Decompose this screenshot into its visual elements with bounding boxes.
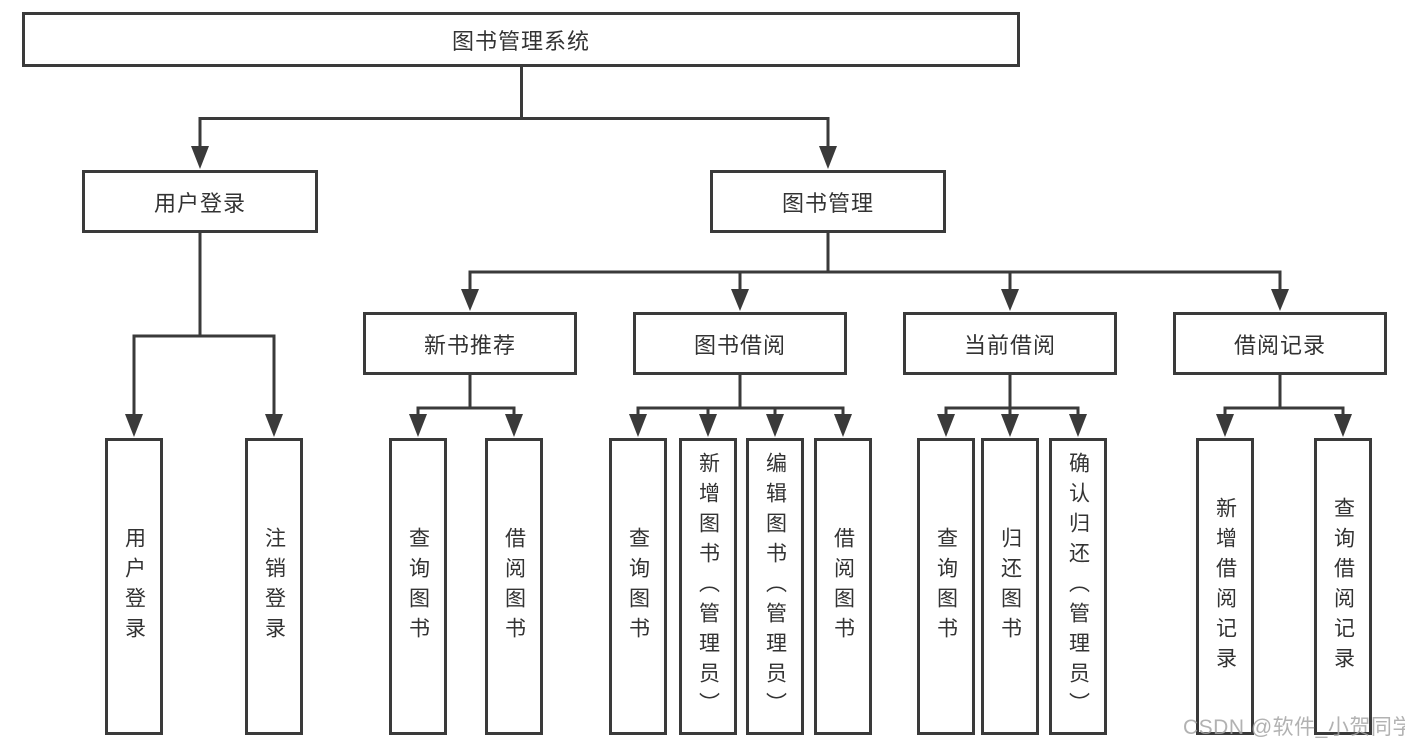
leaf-borrow-books-recommend-label: 借阅图书 (502, 526, 526, 647)
node-current-borrowing: 当前借阅 (903, 312, 1117, 375)
node-current-borrowing-label: 当前借阅 (963, 332, 1056, 358)
leaf-query-books-current: 查询图书 (917, 438, 975, 735)
leaf-edit-books-admin: 编辑图书（管理员） (746, 438, 804, 735)
leaf-user-login-label: 用户登录 (122, 526, 146, 647)
leaf-logout: 注销登录 (245, 438, 303, 735)
node-new-book-recommend-label: 新书推荐 (423, 332, 516, 358)
node-user-login-label: 用户登录 (153, 190, 246, 216)
leaf-query-books-borrowing: 查询图书 (609, 438, 667, 735)
leaf-add-borrow-record: 新增借阅记录 (1196, 438, 1254, 735)
node-user-login: 用户登录 (82, 170, 318, 233)
leaf-query-books-current-label: 查询图书 (934, 526, 958, 647)
node-root: 图书管理系统 (22, 12, 1020, 67)
node-book-borrowing: 图书借阅 (633, 312, 847, 375)
node-book-management-label: 图书管理 (781, 190, 874, 216)
leaf-confirm-return-admin-label: 确认归还（管理员） (1066, 451, 1090, 722)
leaf-borrow-books: 借阅图书 (814, 438, 872, 735)
node-book-management: 图书管理 (710, 170, 946, 233)
node-borrow-records-label: 借阅记录 (1233, 332, 1326, 358)
watermark: CSDN @软件_小贺同学 (1183, 716, 1405, 739)
leaf-query-books-recommend-label: 查询图书 (406, 526, 430, 647)
leaf-query-books-borrowing-label: 查询图书 (626, 526, 650, 647)
leaf-return-books-label: 归还图书 (998, 526, 1022, 647)
leaf-borrow-books-label: 借阅图书 (831, 526, 855, 647)
node-root-label: 图书管理系统 (451, 28, 590, 54)
leaf-add-books-admin: 新增图书（管理员） (679, 438, 737, 735)
leaf-borrow-books-recommend: 借阅图书 (485, 438, 543, 735)
arrowhead-icons (125, 146, 1352, 437)
node-borrow-records: 借阅记录 (1173, 312, 1387, 375)
leaf-edit-books-admin-label: 编辑图书（管理员） (763, 451, 787, 722)
leaf-add-books-admin-label: 新增图书（管理员） (696, 451, 720, 722)
node-new-book-recommend: 新书推荐 (363, 312, 577, 375)
leaf-query-borrow-record-label: 查询借阅记录 (1331, 496, 1355, 677)
node-book-borrowing-label: 图书借阅 (693, 332, 786, 358)
leaf-user-login: 用户登录 (105, 438, 163, 735)
leaf-return-books: 归还图书 (981, 438, 1039, 735)
leaf-query-borrow-record: 查询借阅记录 (1314, 438, 1372, 735)
leaf-confirm-return-admin: 确认归还（管理员） (1049, 438, 1107, 735)
leaf-logout-label: 注销登录 (262, 526, 286, 647)
leaf-query-books-recommend: 查询图书 (389, 438, 447, 735)
leaf-add-borrow-record-label: 新增借阅记录 (1213, 496, 1237, 677)
